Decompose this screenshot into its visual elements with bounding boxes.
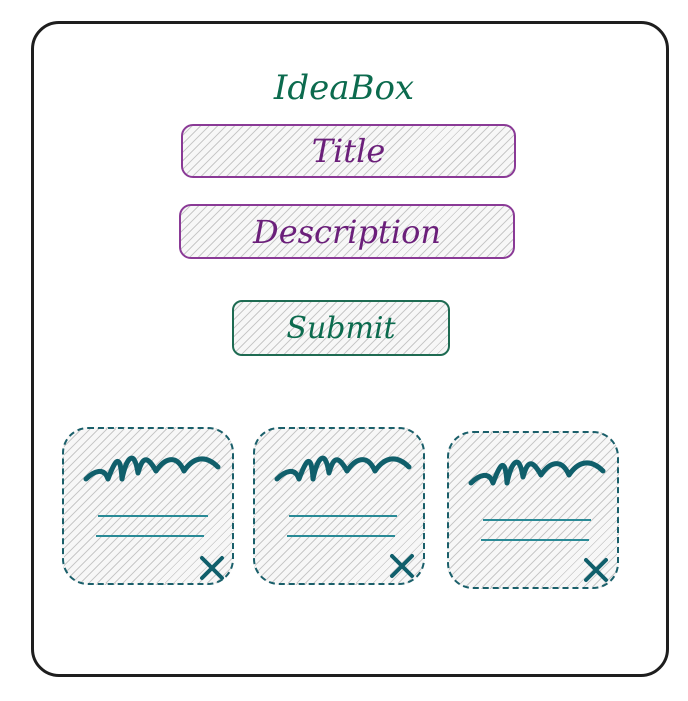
title-input-placeholder: Title — [311, 132, 386, 170]
card-text-line — [96, 535, 204, 537]
card-title-scribble — [83, 455, 221, 482]
submit-button[interactable]: Submit — [232, 300, 450, 356]
idea-card — [62, 427, 234, 585]
card-text-line — [98, 515, 208, 517]
description-input[interactable]: Description — [179, 204, 515, 259]
idea-card — [447, 431, 619, 589]
submit-button-label: Submit — [286, 310, 396, 346]
title-input[interactable]: Title — [181, 124, 516, 178]
card-text-line — [481, 539, 589, 541]
card-title-scribble — [468, 459, 606, 486]
idea-card — [253, 427, 425, 585]
card-title-scribble — [274, 455, 412, 482]
description-input-placeholder: Description — [253, 212, 441, 251]
app-title: IdeaBox — [273, 68, 415, 108]
card-text-line — [289, 515, 397, 517]
close-icon[interactable] — [387, 551, 417, 581]
card-text-line — [483, 519, 591, 521]
close-icon[interactable] — [581, 555, 611, 585]
card-text-line — [287, 535, 395, 537]
close-icon[interactable] — [197, 553, 227, 583]
